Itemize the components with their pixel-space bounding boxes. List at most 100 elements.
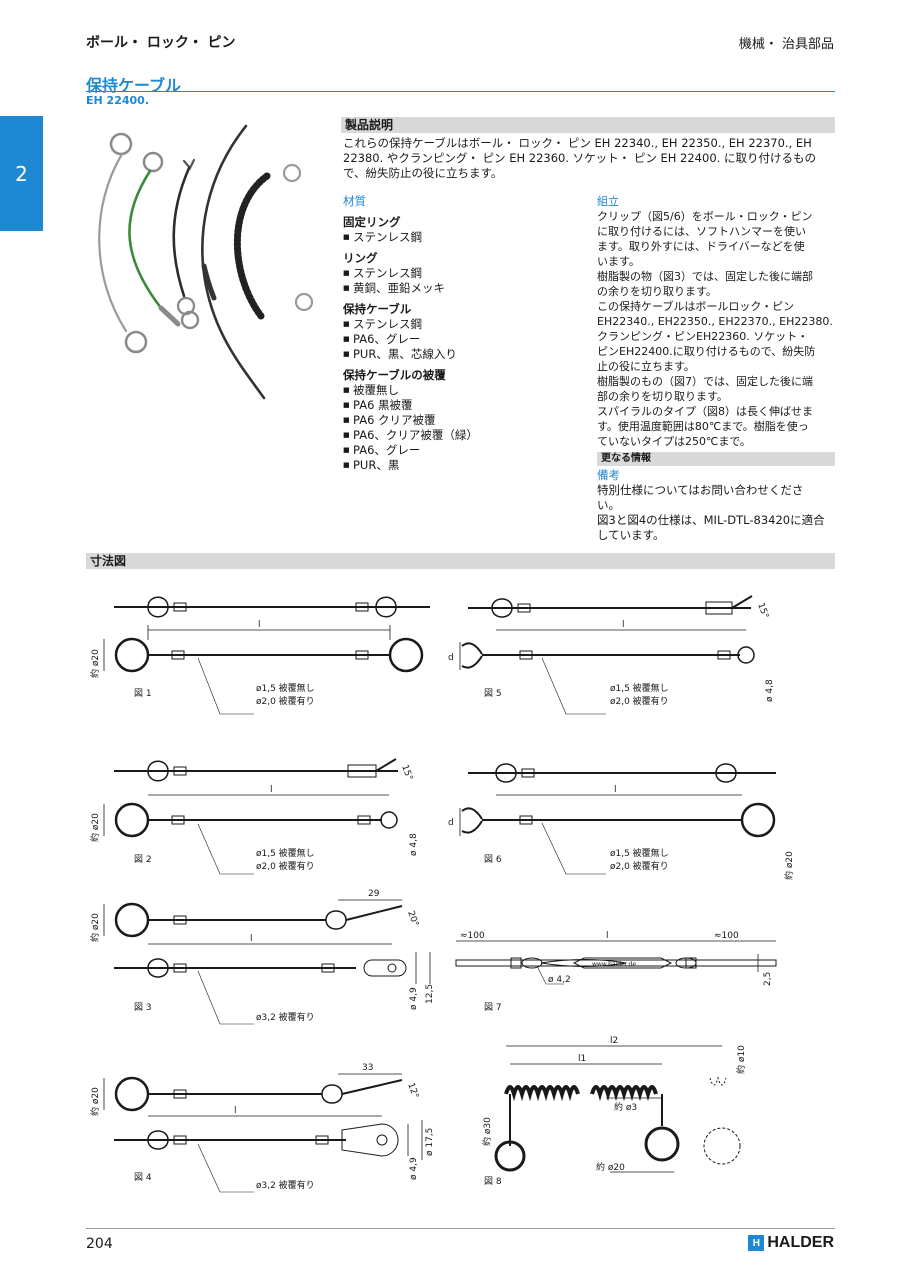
- dia-label: ø 4,8: [409, 833, 419, 856]
- ring-dia-label: 約 ø30: [481, 1117, 493, 1146]
- extra-length-label: ≈100: [460, 931, 485, 941]
- assembly-line: この保持ケーブルはボールロック・ピン: [597, 300, 795, 313]
- cable-spec: ø1,5 被覆無し: [610, 847, 669, 859]
- footer-divider: [86, 1228, 835, 1229]
- logo-mark-icon: H: [748, 1235, 765, 1251]
- assembly-line: 樹脂製のもの（図7）では、固定した後に端: [597, 375, 813, 388]
- materials-section: 材質 固定リング ステンレス鋼 リング ステンレス鋼 黄銅、亜鉛メッキ 保持ケー…: [343, 194, 583, 473]
- page-number: 204: [86, 1236, 113, 1252]
- assembly-line: います。: [597, 255, 640, 268]
- cable-spec: ø1,5 被覆無し: [610, 682, 669, 694]
- ring-dia-label: 約 ø20: [783, 851, 795, 880]
- dia-label: 12,5: [425, 984, 435, 1004]
- assembly-line: の余りを切り取ります。: [597, 285, 717, 298]
- material-item: ステンレス鋼: [343, 266, 583, 281]
- material-item: PUR、黒: [343, 458, 583, 473]
- fig-label: 図 2: [134, 854, 152, 865]
- dimension-drawings: 図 1 図 2 図 3 図 4 図 5 図 6 図 7 図 8 l l l l …: [89, 595, 795, 1193]
- material-group-title: 固定リング: [343, 215, 401, 229]
- assembly-line: ピンEH22400.に取り付けるもので、紛失防: [597, 345, 816, 358]
- material-item: ステンレス鋼: [343, 317, 583, 332]
- cable-spec: ø3,2 被覆有り: [256, 1011, 315, 1023]
- material-item: PUR、黒、芯線入り: [343, 347, 583, 362]
- brand-logo: H HALDER: [748, 1234, 834, 1252]
- assembly-line: ていないタイプは250℃まで。: [597, 435, 751, 448]
- assembly-line: クリップ（図5/6）をボール・ロック・ピン: [597, 210, 813, 223]
- note-line: い。: [597, 498, 620, 512]
- assembly-line: ます。取り外すには、ドライバーなどを使: [597, 240, 805, 253]
- assembly-line: に取り付けるには、ソフトハンマーを使い: [597, 225, 806, 238]
- d-label: d: [448, 818, 454, 828]
- chapter-tab: 2: [0, 116, 43, 231]
- cable-spec: ø1,5 被覆無し: [256, 682, 315, 694]
- page-title: 保持ケーブル: [86, 76, 182, 95]
- note-title: 備考: [597, 468, 620, 482]
- assembly-line: クランピング・ピンEH22360. ソケット・: [597, 330, 809, 343]
- length-label: l: [270, 785, 273, 795]
- length-label: l: [258, 620, 261, 630]
- material-group-title: 保持ケーブル: [343, 302, 412, 316]
- assembly-section: 組立 クリップ（図5/6）をボール・ロック・ピン に取り付けるには、ソフトハンマ…: [597, 194, 837, 449]
- fig-label: 図 3: [134, 1002, 152, 1013]
- more-info-section: 備考 特別仕様についてはお問い合わせくださ い。 図3と図4の仕様は、MIL-D…: [597, 468, 837, 543]
- cable-spec: ø2,0 被覆有り: [610, 860, 669, 872]
- section-title: ボール・ ロック・ ピン: [86, 35, 236, 51]
- product-description: これらの保持ケーブルはボール・ ロック・ ピン EH 22340., EH 22…: [343, 136, 816, 180]
- dimensions-heading: 寸法図: [86, 553, 835, 569]
- length-label: l: [250, 934, 253, 944]
- cable-spec: ø1,5 被覆無し: [256, 847, 315, 859]
- material-item: 被覆無し: [343, 383, 583, 398]
- material-item: PA6 クリア被覆: [343, 413, 583, 428]
- dia-label: ø 4,8: [765, 679, 775, 702]
- length-label: l1: [578, 1054, 586, 1064]
- dia-label: 約 ø3: [614, 1101, 637, 1113]
- cable-spec: ø2,0 被覆有り: [256, 860, 315, 872]
- ring-dia-label: 約 ø20: [89, 813, 101, 842]
- material-group-title: 保持ケーブルの被覆: [343, 368, 446, 382]
- ring-dia-label: 約 ø20: [89, 649, 101, 678]
- angle-label: 20°: [405, 910, 420, 928]
- fig-label: 図 1: [134, 688, 152, 699]
- material-item: ステンレス鋼: [343, 230, 583, 245]
- material-item: PA6、グレー: [343, 443, 583, 458]
- assembly-line: 止の役に立ちます。: [597, 360, 695, 373]
- dia-label: 約 ø20: [596, 1161, 625, 1173]
- material-item: PA6、クリア被覆（緑）: [343, 428, 583, 443]
- fig-label: 図 8: [484, 1176, 502, 1187]
- title-divider: [86, 91, 835, 92]
- brand-name: HALDER: [767, 1234, 834, 1251]
- assembly-line: EH22340., EH22350., EH22370., EH22380.: [597, 315, 833, 328]
- brand-url: www.halder.de: [592, 961, 636, 968]
- category-title: 機械・ 治具部品: [738, 37, 834, 52]
- fig-label: 図 6: [484, 854, 502, 865]
- width-label: 33: [362, 1063, 373, 1073]
- d-label: d: [448, 653, 454, 663]
- cable-spec: ø3,2 被覆有り: [256, 1179, 315, 1191]
- fig-label: 図 5: [484, 688, 502, 699]
- assembly-line: 部の余りを切り取ります。: [597, 390, 728, 403]
- material-item: 黄銅、亜鉛メッキ: [343, 281, 583, 296]
- material-group-title: リング: [343, 251, 378, 265]
- dia-label: ø 4,9: [409, 1157, 419, 1180]
- ring-dia-label: 約 ø20: [89, 1087, 101, 1116]
- note-line: 特別仕様についてはお問い合わせくださ: [597, 483, 804, 497]
- length-label: l: [614, 785, 617, 795]
- dia-label: ø 4,2: [548, 975, 571, 985]
- dia-label: ø 17,5: [425, 1128, 435, 1156]
- note-line: 図3と図4の仕様は、MIL-DTL-83420に適合: [597, 513, 825, 527]
- length-label: l: [234, 1106, 237, 1116]
- width-label: 29: [368, 889, 380, 899]
- length-label: l2: [610, 1036, 618, 1046]
- more-info-heading: 更なる情報: [597, 452, 835, 466]
- dia-label: ø 4,9: [409, 987, 419, 1010]
- assembly-heading: 組立: [597, 195, 619, 208]
- ring-dia-label: 約 ø10: [735, 1045, 747, 1074]
- product-description-heading: 製品説明: [341, 117, 835, 133]
- angle-label: 15°: [755, 602, 770, 620]
- ring-dia-label: 約 ø20: [89, 913, 101, 942]
- angle-label: 15°: [399, 764, 414, 782]
- fig-label: 図 4: [134, 1172, 152, 1183]
- material-item: PA6 黒被覆: [343, 398, 583, 413]
- cable-spec: ø2,0 被覆有り: [256, 695, 315, 707]
- product-photo: [98, 124, 314, 400]
